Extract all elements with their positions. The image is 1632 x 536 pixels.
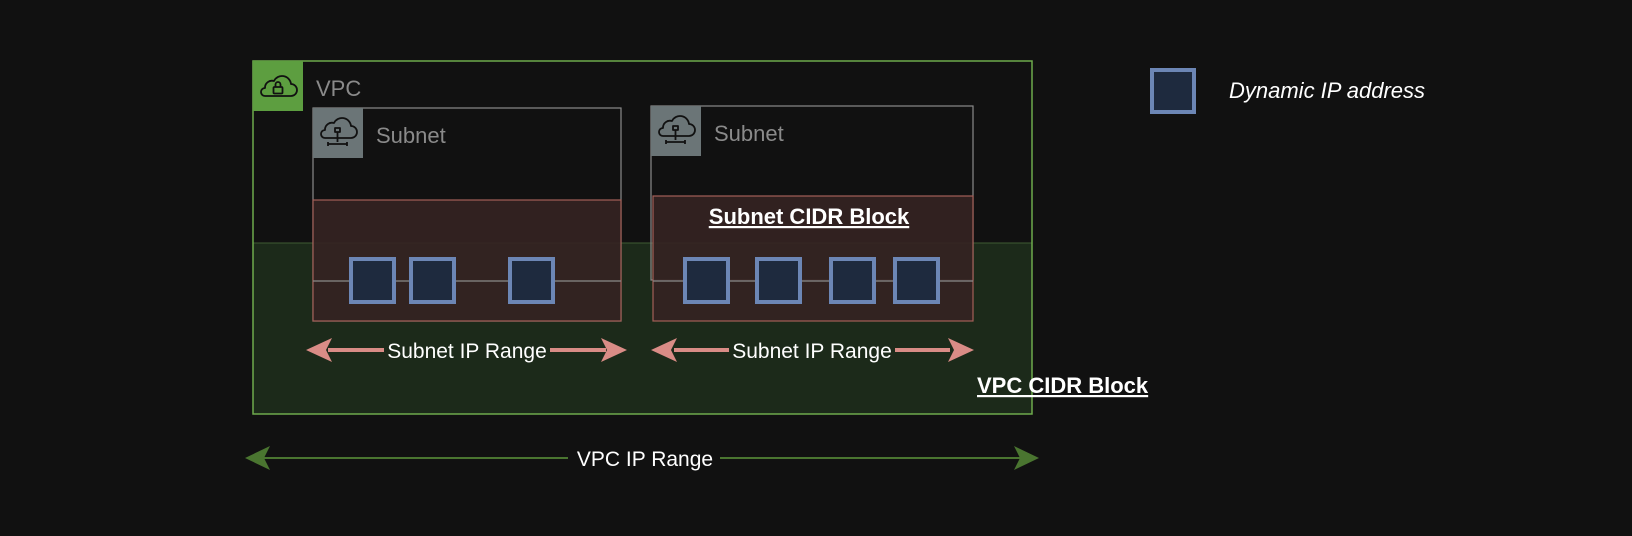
subnet-1-ip-range-arrow: Subnet IP Range: [306, 338, 627, 363]
vpc-cidr-block-label: VPC CIDR Block: [977, 373, 1149, 398]
legend-label: Dynamic IP address: [1229, 78, 1425, 103]
cloud-lock-icon: [260, 75, 298, 97]
subnet-2-ip-range-label: Subnet IP Range: [732, 340, 892, 363]
vpc-container: [252, 60, 1033, 415]
subnet-1-ip-range-label: Subnet IP Range: [387, 340, 547, 363]
vpc-label: VPC: [316, 76, 361, 101]
dynamic-ip-address[interactable]: [349, 257, 396, 304]
vpc-ip-range-label: VPC IP Range: [577, 448, 713, 471]
subnet-1-ip-addresses: [349, 257, 555, 304]
dynamic-ip-address[interactable]: [683, 257, 730, 304]
cloud-network-icon: [658, 115, 696, 144]
dynamic-ip-address[interactable]: [893, 257, 940, 304]
dynamic-ip-address[interactable]: [508, 257, 555, 304]
subnet-1-label: Subnet: [376, 123, 446, 148]
subnet-2-label: Subnet: [714, 121, 784, 146]
subnet-2: Subnet CIDR Block Subnet: [650, 105, 974, 322]
subnet-1: Subnet: [312, 107, 622, 322]
dynamic-ip-address[interactable]: [755, 257, 802, 304]
subnet-cidr-block-label: Subnet CIDR Block: [709, 204, 910, 229]
vpc-icon-tile: [253, 61, 303, 111]
dynamic-ip-square-icon: [1150, 68, 1196, 114]
dynamic-ip-address[interactable]: [829, 257, 876, 304]
vpc-ip-range-arrow: VPC IP Range: [245, 446, 1039, 471]
legend: Dynamic IP address: [1150, 68, 1425, 114]
subnet-2-ip-addresses: [683, 257, 940, 304]
subnet-2-ip-range-arrow: Subnet IP Range: [651, 338, 974, 363]
dynamic-ip-address[interactable]: [409, 257, 456, 304]
cloud-network-icon: [320, 117, 358, 146]
